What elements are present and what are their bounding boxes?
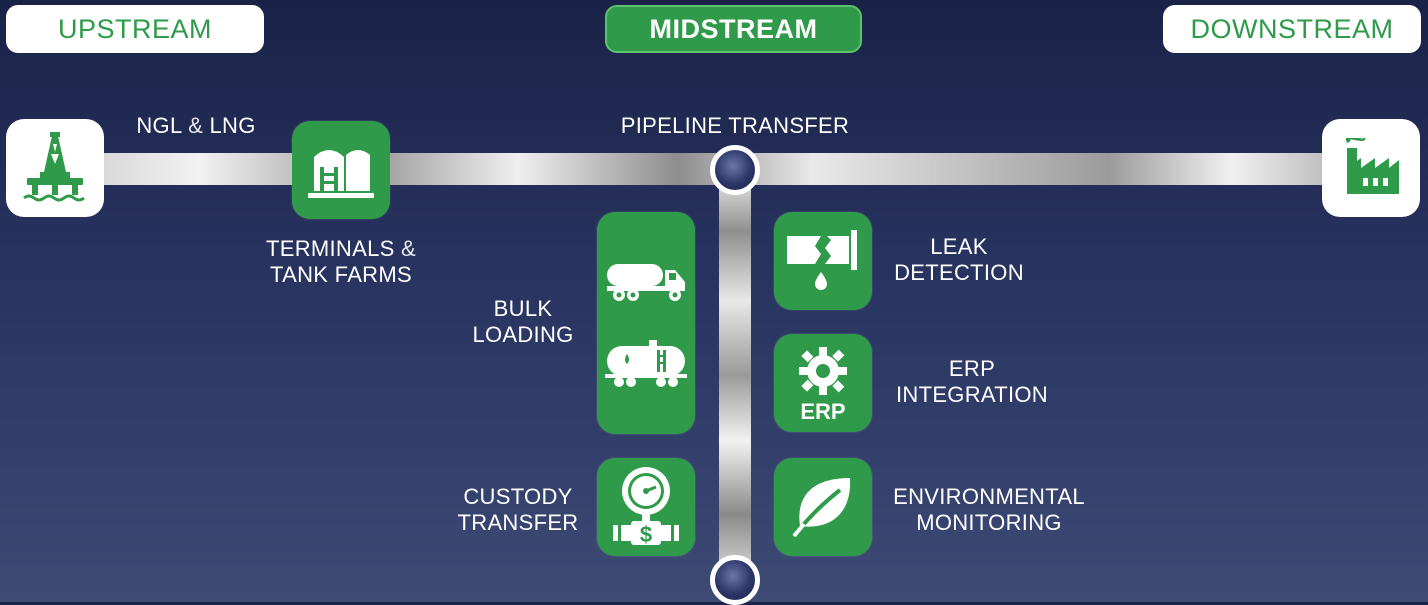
leak-detection-label: LEAK DETECTION (884, 234, 1034, 286)
ngl-lng-label: NGL & LNG (126, 113, 266, 139)
upstream-stage: UPSTREAM (6, 5, 264, 53)
bulk-line-1: BULK (493, 296, 553, 321)
broken-pipe-icon (787, 230, 857, 290)
leaf-icon (792, 478, 851, 538)
custody-line-1: CUSTODY (463, 484, 573, 509)
ngl-text: NGL (136, 113, 182, 138)
erp-integration-label: ERP INTEGRATION (884, 356, 1060, 408)
env-line-2: MONITORING (916, 510, 1062, 535)
factory-icon (1345, 138, 1399, 194)
oil-rig-icon (23, 132, 85, 202)
bulk-loading-icon-box (597, 212, 695, 434)
pipeline-end-node (710, 555, 760, 605)
erp-line-2: INTEGRATION (895, 382, 1048, 407)
downstream-end-box (1322, 119, 1420, 217)
bulk-loading-label: BULK LOADING (460, 296, 586, 348)
terminals-text: TERMINALS (265, 236, 395, 261)
pipeline-transfer-label: PIPELINE TRANSFER (620, 113, 850, 138)
midstream-stage-label: MIDSTREAM (649, 13, 818, 44)
storage-tanks-icon (308, 150, 374, 198)
terminals-amp: & (401, 236, 416, 261)
environmental-monitoring-icon-box (774, 458, 872, 556)
downstream-stage: DOWNSTREAM (1163, 5, 1421, 53)
dollar-sign: $ (640, 522, 652, 547)
custody-line-2: TRANSFER (457, 510, 579, 535)
tanker-railcar-icon (605, 340, 687, 387)
bulk-line-2: LOADING (472, 322, 574, 347)
terminals-icon-box (292, 121, 390, 219)
upstream-stage-label: UPSTREAM (57, 13, 213, 44)
meter-dollar-icon: $ (613, 467, 679, 547)
midstream-stage: MIDSTREAM (605, 5, 862, 53)
terminals-line-1: TERMINALS & (230, 236, 452, 262)
erp-text: ERP (800, 399, 845, 423)
tanker-truck-icon (607, 264, 685, 301)
pipeline-junction-node (710, 145, 760, 195)
custody-transfer-icon-box: $ (597, 458, 695, 556)
leak-detection-icon-box (774, 212, 872, 310)
upstream-end-box (6, 119, 104, 217)
lng-text: LNG (209, 113, 256, 138)
leak-line-2: DETECTION (894, 260, 1024, 285)
leak-line-1: LEAK (930, 234, 988, 259)
custody-transfer-label: CUSTODY TRANSFER (450, 484, 586, 536)
erp-line-1: ERP (948, 356, 996, 381)
env-line-1: ENVIRONMENTAL (893, 484, 1085, 509)
terminals-line-2: TANK FARMS (270, 262, 412, 287)
erp-gear-icon: ERP (799, 347, 847, 423)
erp-integration-icon-box: ERP (774, 334, 872, 432)
terminals-label: TERMINALS & TANK FARMS (230, 236, 452, 288)
ngl-amp: & (188, 113, 204, 138)
branch-pipeline (719, 170, 751, 580)
environmental-monitoring-label: ENVIRONMENTAL MONITORING (880, 484, 1098, 536)
downstream-stage-label: DOWNSTREAM (1190, 13, 1394, 44)
